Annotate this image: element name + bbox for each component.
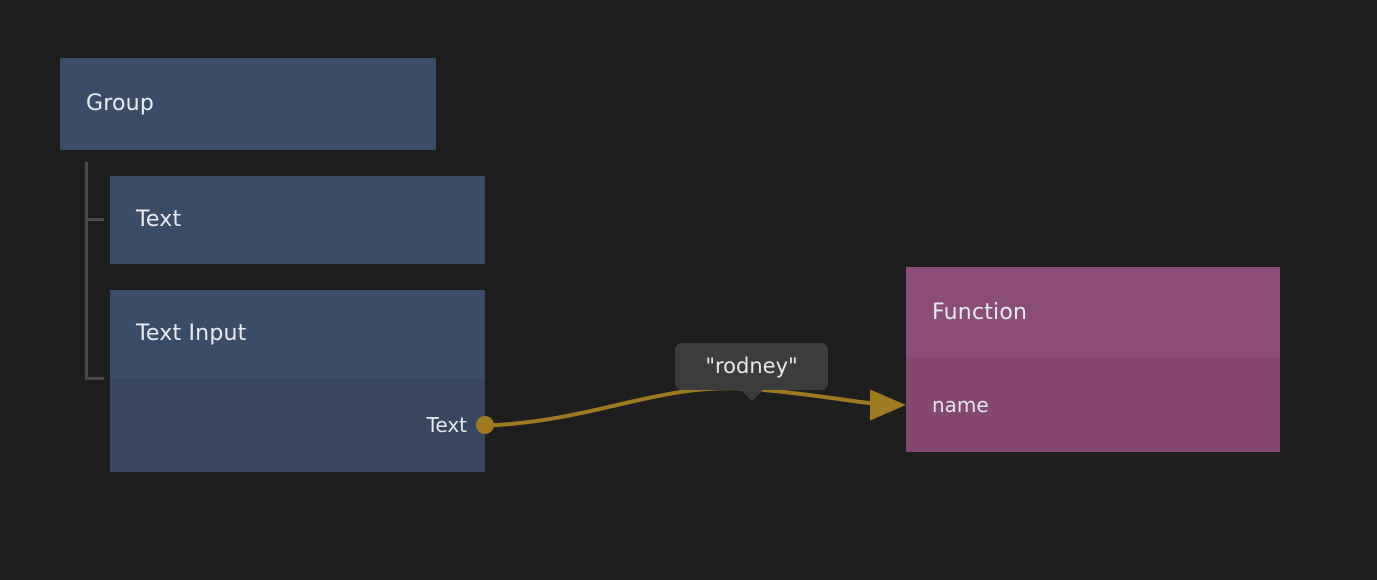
input-port-label: name: [932, 393, 989, 417]
input-port-row[interactable]: name: [906, 358, 989, 452]
node-text-title: Text: [136, 207, 182, 232]
node-text-input-header[interactable]: Text Input: [110, 290, 485, 378]
node-group[interactable]: Group: [60, 58, 436, 150]
node-text-input-title: Text Input: [136, 321, 247, 346]
node-text-input-body: Text: [110, 378, 494, 472]
node-function-body: name: [906, 358, 1280, 452]
node-text[interactable]: Text: [110, 176, 485, 264]
output-port-dot[interactable]: [476, 416, 494, 434]
connection-edge: [488, 386, 906, 428]
node-text-input[interactable]: Text Input Text: [110, 290, 494, 472]
node-function[interactable]: Function name: [906, 267, 1280, 452]
connection-value-tooltip: "rodney": [675, 343, 828, 401]
node-function-title: Function: [932, 299, 1028, 325]
output-port-label: Text: [426, 413, 467, 437]
connection-value-text: "rodney": [705, 354, 798, 378]
node-group-header[interactable]: Group: [60, 58, 436, 150]
node-function-header[interactable]: Function: [906, 267, 1280, 358]
node-text-header[interactable]: Text: [110, 176, 485, 264]
node-group-title: Group: [86, 91, 154, 116]
tooltip-tail-icon: [740, 390, 763, 401]
output-port-row[interactable]: Text: [427, 378, 485, 472]
